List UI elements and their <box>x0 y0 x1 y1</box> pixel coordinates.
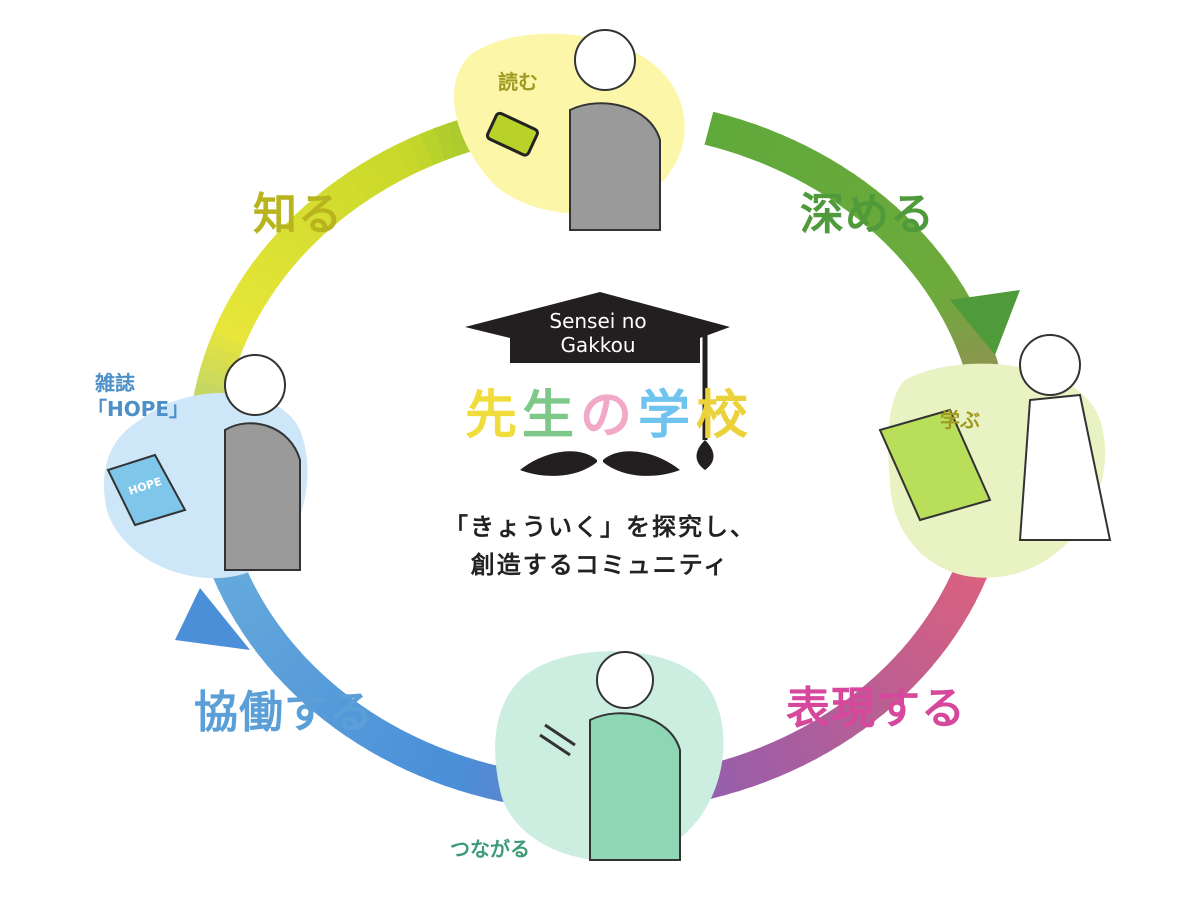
label-zasshi: 雑誌 「HOPE」 <box>87 370 189 422</box>
arrowhead-collaborate <box>175 588 250 650</box>
ring-segment <box>800 151 832 190</box>
scene-learning <box>878 334 1112 578</box>
cycle-ring <box>188 107 1004 812</box>
ring-segment <box>470 761 496 799</box>
ring-segment <box>242 613 279 645</box>
mustache-icon <box>520 451 680 476</box>
ring-segment <box>812 158 844 196</box>
ring-segment <box>392 732 422 771</box>
ring-segment <box>229 593 266 624</box>
ring-segment <box>778 139 808 178</box>
tagline: 「きょういく」を探究し、 創造するコミュニティ <box>440 508 760 584</box>
ring-segment <box>274 650 310 686</box>
ring-segment <box>863 197 898 234</box>
ring-segment <box>742 123 770 162</box>
ring-segment <box>717 115 743 153</box>
ring-segment <box>906 244 943 278</box>
ring-segment <box>833 173 866 210</box>
tagline-line1: 「きょういく」を探究し、 <box>444 513 756 541</box>
ring-segment <box>356 714 388 752</box>
logo-char-2: 生 <box>522 386 574 446</box>
ring-segment <box>945 309 983 338</box>
ring-segment <box>921 265 958 297</box>
ring-segment <box>890 224 926 260</box>
label-manabu: 学ぶ <box>940 408 980 432</box>
ring-segment <box>913 254 951 288</box>
ring-segment <box>843 180 877 218</box>
label-shiru: 知る <box>253 189 343 240</box>
arrowhead-deepen <box>950 290 1020 355</box>
scene-magazine: HOPE <box>104 354 308 579</box>
label-fukameru: 深める <box>800 189 935 240</box>
ring-segment <box>217 572 255 601</box>
ring-segment <box>754 128 783 167</box>
tablet-icon <box>485 111 539 157</box>
ring-segment <box>323 692 357 730</box>
tagline-line2: 創造するコミュニティ <box>470 551 730 579</box>
label-hyougen: 表現する <box>786 683 966 734</box>
ring-segment <box>380 726 411 765</box>
magazine-icon <box>106 453 187 527</box>
ring-segment <box>789 145 820 184</box>
ring-segment <box>940 297 977 327</box>
ring-segment <box>955 332 993 359</box>
scene-connecting <box>495 651 724 861</box>
ring-segment <box>898 234 935 269</box>
ring-segment <box>265 641 302 676</box>
ring-segment <box>766 133 795 172</box>
ring-segment <box>430 748 458 787</box>
logo-en-line1: Sensei no <box>549 309 646 333</box>
logo-char-3: の <box>580 386 632 446</box>
logo: Sensei no Gakkou 先 生 の 学 校 <box>465 292 748 476</box>
label-kyoudou: 協働する <box>194 687 374 738</box>
label-zasshi-line2: 「HOPE」 <box>87 397 190 421</box>
laptop-icon <box>878 408 992 522</box>
ring-segment <box>368 720 400 759</box>
ring-segment <box>853 189 888 226</box>
ring-segment <box>959 344 997 370</box>
label-zasshi-line1: 雑誌 <box>95 371 135 395</box>
ring-segment <box>950 320 988 348</box>
label-tsunagaru: つながる <box>450 837 530 861</box>
ring-segment <box>223 583 260 613</box>
ring-segment <box>444 753 471 791</box>
ring-segment <box>872 206 907 242</box>
ring-segment <box>257 632 294 666</box>
ring-segment <box>405 738 434 777</box>
logo-char-5: 校 <box>696 386 748 446</box>
ring-segment <box>283 659 319 695</box>
ring-segment <box>312 684 347 721</box>
ring-segment <box>417 743 446 782</box>
ring-segment <box>249 622 287 656</box>
ring-segment <box>293 668 328 704</box>
ring-segment <box>334 700 367 737</box>
logo-char-1: 先 <box>465 386 517 446</box>
graduation-cap-icon <box>465 292 730 363</box>
ring-segment <box>345 707 378 745</box>
logo-en-line2: Gakkou <box>560 333 635 357</box>
ring-segment <box>235 603 273 635</box>
label-yomu: 読む <box>498 70 538 94</box>
logo-char-4: 学 <box>638 386 690 446</box>
ring-segment <box>457 757 483 795</box>
ring-segment <box>881 215 917 251</box>
ring-segment <box>704 111 730 149</box>
ring-segment <box>729 119 756 157</box>
ring-segment <box>302 676 337 713</box>
ring-segment <box>822 165 855 203</box>
ring-segment <box>927 275 965 307</box>
scene-reading <box>453 29 685 231</box>
